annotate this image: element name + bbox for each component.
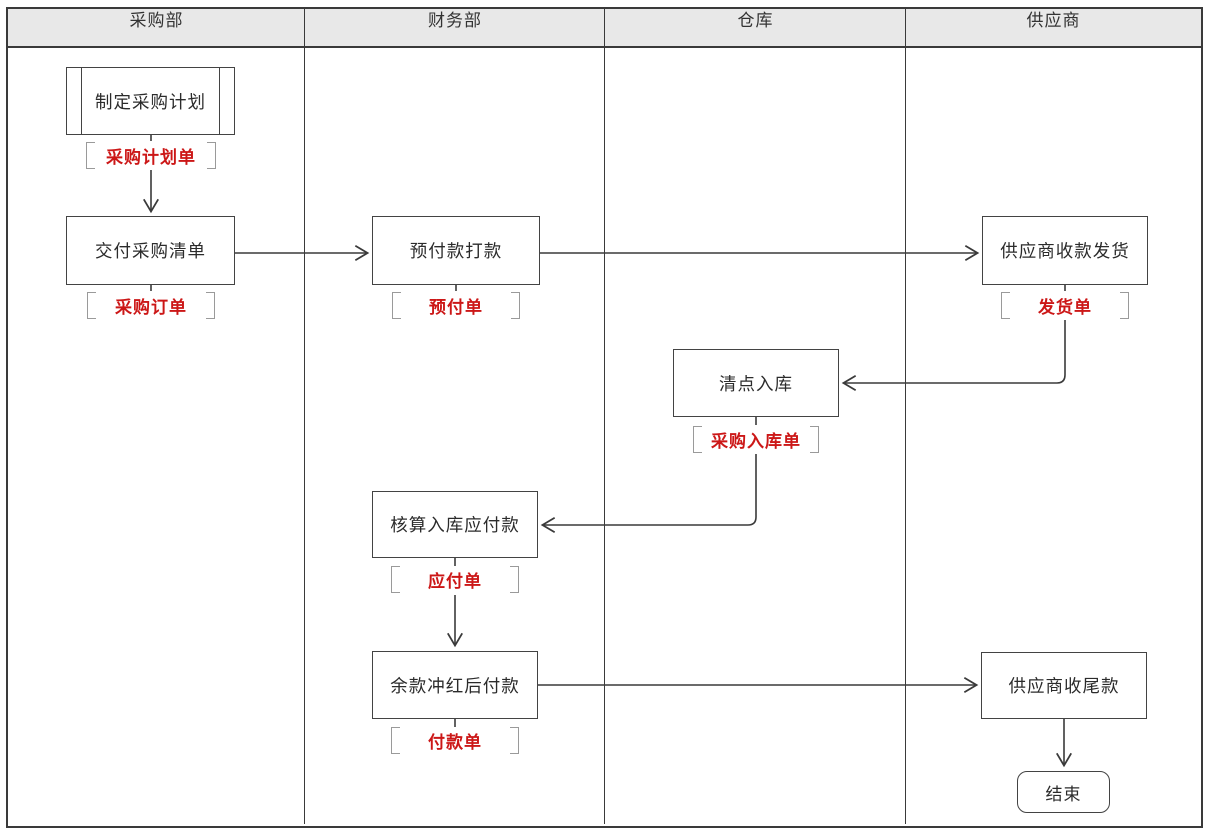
document-name: 预付单 — [429, 298, 483, 317]
node-label: 供应商收尾款 — [1008, 676, 1120, 696]
doc-label-ship: 发货单 — [1001, 292, 1129, 319]
node-label: 清点入库 — [719, 373, 793, 394]
bracket-right — [207, 142, 216, 169]
document-name: 采购入库单 — [711, 432, 801, 451]
bracket-left — [693, 426, 702, 453]
document-name: 应付单 — [428, 572, 482, 591]
connector — [540, 454, 757, 533]
bracket-right — [510, 566, 519, 593]
node-label: 制定采购计划 — [95, 91, 206, 112]
doc-label-prepay: 预付单 — [392, 292, 520, 319]
document-name: 付款单 — [428, 733, 482, 752]
bracket-right — [1120, 292, 1129, 319]
node-label: 核算入库应付款 — [390, 515, 520, 535]
doc-label-plan: 采购计划单 — [86, 142, 216, 169]
lane-divider — [905, 9, 906, 824]
node-supplier-final: 供应商收尾款 — [981, 652, 1147, 719]
lane-header-purchasing: 采购部 — [8, 0, 305, 37]
bracket-left — [392, 292, 401, 319]
node-label: 交付采购清单 — [95, 241, 206, 261]
lane-title: 供应商 — [1026, 11, 1081, 30]
node-supplier-ship: 供应商收款发货 — [982, 216, 1148, 285]
lane-title: 采购部 — [129, 11, 184, 30]
node-pay-balance: 余款冲红后付款 — [372, 651, 538, 719]
document-name: 发货单 — [1038, 298, 1092, 317]
node-label: 结束 — [1045, 784, 1082, 804]
lane-divider — [604, 9, 605, 824]
predefined-process-line — [81, 68, 82, 134]
node-count-in: 清点入库 — [673, 349, 839, 417]
bracket-left — [87, 292, 96, 319]
node-calc-payable: 核算入库应付款 — [372, 491, 538, 558]
node-end: 结束 — [1017, 771, 1110, 813]
bracket-left — [86, 142, 95, 169]
node-prepay: 预付款打款 — [372, 216, 540, 285]
bracket-right — [511, 292, 520, 319]
bracket-left — [1001, 292, 1010, 319]
node-label: 预付款打款 — [409, 241, 503, 261]
doc-label-payment: 付款单 — [391, 727, 519, 754]
node-label: 余款冲红后付款 — [390, 675, 520, 696]
node-label: 供应商收款发货 — [1000, 241, 1130, 261]
doc-label-purchase-order: 采购订单 — [87, 292, 215, 319]
node-deliver-list: 交付采购清单 — [66, 216, 235, 285]
document-name: 采购计划单 — [106, 148, 196, 167]
lane-divider — [304, 9, 305, 824]
lane-title: 财务部 — [428, 11, 482, 30]
doc-label-inbound: 采购入库单 — [693, 426, 819, 453]
bracket-right — [810, 426, 819, 453]
bracket-left — [391, 566, 400, 593]
bracket-right — [510, 727, 519, 754]
lane-header-warehouse: 仓库 — [605, 0, 906, 37]
lane-title: 仓库 — [737, 11, 774, 30]
connector — [841, 320, 1066, 391]
lane-header-supplier: 供应商 — [906, 0, 1201, 37]
node-make-plan: 制定采购计划 — [66, 67, 235, 135]
predefined-process-line — [219, 68, 220, 134]
lane-header-finance: 财务部 — [305, 0, 605, 37]
bracket-right — [206, 292, 215, 319]
doc-label-payable: 应付单 — [391, 566, 519, 593]
document-name: 采购订单 — [115, 298, 187, 317]
bracket-left — [391, 727, 400, 754]
